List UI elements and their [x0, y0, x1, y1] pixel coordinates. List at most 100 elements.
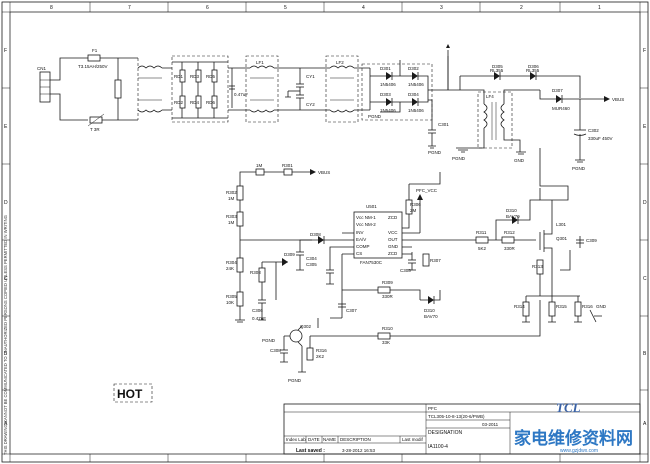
emi-choke-2: LF1	[228, 55, 300, 123]
part-label: RD1	[174, 74, 183, 79]
part-label: CY1	[306, 74, 315, 79]
part-label: C302	[588, 128, 599, 133]
part-label: R315	[556, 304, 567, 309]
title-project: TCL305-10-8-13(20-6/PWB)	[428, 414, 485, 419]
part-label: R316	[316, 348, 327, 353]
row-label: D	[643, 200, 647, 206]
output-diodes: D305 RL355 D306 RL355 D307 MUR460 VBUS	[459, 64, 624, 111]
pfc-controller-ic: U501 FAN7530C Vcc NM-1 Vcc NM-2 INV EA/V…	[342, 204, 470, 265]
part-label: D310	[506, 208, 517, 213]
vbus-feedback-label: VBUS	[318, 170, 330, 175]
resistor-value: 2K2	[316, 354, 325, 359]
part-label: Q302	[300, 324, 312, 329]
part-label: RD3	[190, 74, 199, 79]
pfc-choke: LF4 PGND GND	[452, 89, 540, 163]
col-label: 2	[520, 5, 523, 11]
row-label: A	[643, 421, 647, 427]
ic-pin-label: ZCD	[388, 251, 398, 256]
part-label: CY2	[306, 102, 315, 107]
ic-pin-label: Vcc NM-2	[356, 222, 376, 227]
vbus-feedback-divider: VBUS R301 1M R302 1M R303 1M R304 24K R3…	[226, 163, 330, 323]
resistor-value: 10K	[226, 300, 234, 305]
designation-label: DESIGNATION	[428, 430, 462, 436]
bulk-cap-value: 330uF 450V	[588, 136, 613, 141]
ic-pin-label: ZCD	[388, 215, 398, 220]
pfc-rail: C301 PGND	[428, 44, 470, 155]
pfc-vcc-supply: PFC_VCC R306 2M C303 R307	[400, 172, 441, 273]
diode-part: RL355	[526, 68, 540, 73]
part-label: C309	[586, 238, 597, 243]
title-block: PFC TCL305-10-8-13(20-6/PWB) DESIGNATION…	[283, 400, 641, 455]
col-date: DATE	[308, 437, 320, 442]
row-label: F	[4, 48, 7, 54]
part-label: D307	[552, 88, 563, 93]
part-label: D305	[492, 64, 503, 69]
gate-driver: R311 5K2 R312 330R D310 BAV70	[470, 199, 540, 251]
ic-name: U501	[366, 204, 377, 209]
row-label: A	[4, 421, 8, 427]
net-label: PGND	[368, 114, 382, 119]
thermistor-label: T 3R	[90, 127, 100, 132]
part-label: D309	[284, 252, 295, 257]
x-cap-network: RD1 RD2 RD3 RD4 RD5 RD6 0.47uF	[171, 55, 248, 123]
part-label: R312	[504, 230, 515, 235]
part-label: D301	[380, 66, 391, 71]
row-label: D	[4, 200, 8, 206]
part-label: R314	[514, 304, 525, 309]
compensation-network: D308 C304 C305 D309 R308 C306 0.47uF PGN…	[250, 232, 342, 343]
part-label: Q301	[556, 236, 568, 241]
resistor-value: 2M	[410, 208, 417, 213]
cap-value: 0.47uF	[234, 92, 248, 97]
part-label: C306	[252, 308, 263, 313]
bjt-transistor: Q302 PGND R316 2K2 C308	[270, 324, 327, 383]
bulk-capacitor: C302 330uF 450V PGND	[572, 99, 613, 171]
part-label: C303	[400, 268, 411, 273]
col-label: 1	[598, 5, 601, 11]
part-label: R301	[282, 163, 293, 168]
part-label: R308	[250, 270, 261, 275]
part-label: R304	[226, 260, 237, 265]
part-label: RD2	[174, 100, 183, 105]
emi-choke-3: LF2	[300, 55, 370, 123]
connector-label: CN1	[37, 66, 46, 71]
row-label: C	[4, 276, 8, 282]
col-label: 5	[284, 5, 287, 11]
resistor-value: 1M	[228, 196, 235, 201]
current-sense-network: C307 R309 330R D310 BAV70 R310 33K	[310, 254, 541, 345]
row-label: F	[643, 48, 646, 54]
cap-value: C305	[306, 262, 317, 267]
ic-part: FAN7530C	[360, 260, 383, 265]
part-label: L301	[556, 222, 567, 227]
title-header-code: PFC	[428, 406, 438, 411]
col-label: 8	[50, 5, 53, 11]
col-description: DESCRIPTION	[340, 437, 371, 442]
col-label: 7	[128, 5, 131, 11]
emi-choke-1	[137, 65, 172, 113]
part-label: C301	[438, 122, 449, 127]
diode-part: MUR460	[552, 106, 570, 111]
side-copyright-note: THIS DRAWING CANNOT BE COMMUNICATED TO U…	[3, 215, 8, 455]
ic-pin-label: EA/V	[356, 237, 366, 242]
diode-part: BAV70	[506, 214, 520, 219]
resistor-value: 5K2	[478, 246, 487, 251]
col-label: 3	[440, 5, 443, 11]
part-label: D304	[408, 92, 419, 97]
net-label: PGND	[572, 166, 586, 171]
ic-pin-label: OUT	[388, 237, 398, 242]
watermark-url: www.gzjdwx.com	[560, 448, 598, 454]
row-labels: F E D C B A F E D C B A	[4, 48, 647, 427]
bridge-rectifier: D301 1N5406 D302 1N5406 D303 1N5406 D304…	[361, 60, 433, 121]
row-label: B	[4, 351, 8, 357]
part-label: D303	[380, 92, 391, 97]
part-label: R307	[430, 258, 441, 263]
watermark: 家电维修资料网 www.gzjdwx.com	[514, 428, 633, 454]
col-label: 6	[206, 5, 209, 11]
ic-pin-label: INV	[356, 230, 364, 235]
part-label: R305	[226, 294, 237, 299]
part-label: RD4	[190, 100, 199, 105]
ic-pin-label: GND	[388, 244, 399, 249]
row-label: B	[643, 351, 647, 357]
hot-zone-marker: HOT	[113, 383, 153, 403]
net-label: PGND	[262, 338, 276, 343]
